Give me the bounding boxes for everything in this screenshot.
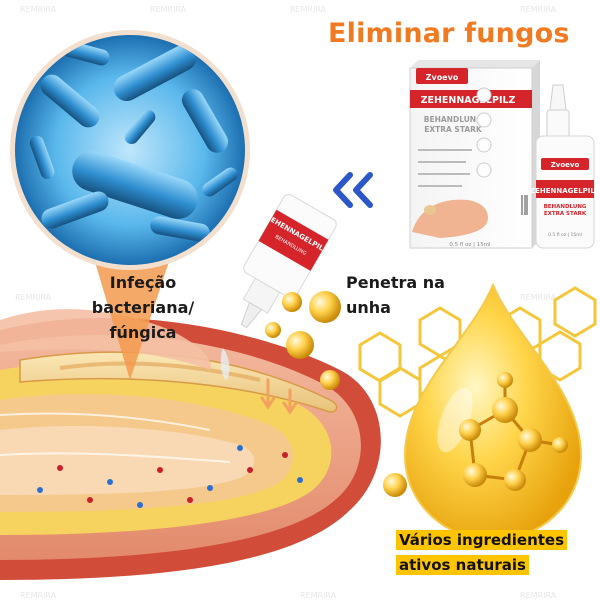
svg-text:BEHANDLUNG: BEHANDLUNG (544, 204, 587, 210)
bacteria-magnifier (10, 30, 250, 270)
oil-bubbles (265, 291, 407, 497)
svg-text:REMRIRA: REMRIRA (520, 293, 557, 302)
falling-drop (220, 348, 230, 380)
svg-text:EXTRA STARK: EXTRA STARK (544, 211, 587, 217)
molecule-icon (459, 372, 568, 491)
penetrate-callout-line: Penetra na (346, 273, 445, 292)
svg-text:ZEHENNAGELPILZ: ZEHENNAGELPILZ (530, 187, 600, 195)
svg-text:Zvoevo: Zvoevo (426, 73, 459, 82)
svg-text:REMRIRA: REMRIRA (290, 5, 327, 14)
watermark-pattern: REMRIRA REMRIRA REMRIRA REMRIRA REMRIRA … (15, 5, 557, 600)
infection-callout-line: Infeção (109, 273, 177, 292)
double-chevron-left-icon (333, 172, 373, 208)
penetrate-callout-line: unha (346, 298, 391, 317)
toe-cross-section (0, 309, 381, 580)
svg-text:REMRIRA: REMRIRA (150, 5, 187, 14)
ingredients-callout-line: ativos naturais (396, 555, 529, 575)
infection-callout-line: fúngica (109, 323, 177, 342)
svg-text:EXTRA STARK: EXTRA STARK (424, 125, 483, 134)
svg-text:0.5 fl oz | 15ml: 0.5 fl oz | 15ml (548, 232, 582, 238)
svg-text:BEHANDLUNG: BEHANDLUNG (424, 115, 482, 124)
product-box: Zvoevo ZEHENNAGELPILZ BEHANDLUNG EXTRA S… (409, 60, 540, 249)
svg-text:0.5 fl oz | 15ml: 0.5 fl oz | 15ml (449, 242, 491, 248)
headline: Eliminar fungos (328, 18, 570, 49)
penetrate-callout: Penetra na unha (346, 270, 456, 320)
tilted-dropper-bottle: ZEHENNAGELPILZ BEHANDLUNG (240, 194, 337, 329)
svg-text:REMRIRA: REMRIRA (520, 591, 557, 600)
svg-text:REMRIRA: REMRIRA (20, 591, 57, 600)
ingredients-callout-line: Vários ingredientes (396, 530, 568, 550)
penetration-arrows (260, 378, 298, 415)
svg-text:REMRIRA: REMRIRA (20, 5, 57, 14)
svg-text:REMRIRA: REMRIRA (15, 293, 52, 302)
svg-text:ZEHENNAGELPILZ: ZEHENNAGELPILZ (421, 95, 516, 106)
dropper-bottle: Zvoevo ZEHENNAGELPILZ BEHANDLUNG EXTRA S… (530, 84, 600, 249)
blood-dot-pattern (37, 445, 303, 508)
svg-text:REMRIRA: REMRIRA (300, 591, 337, 600)
infection-callout-line: bacteriana/ (91, 298, 195, 317)
svg-text:Zvoevo: Zvoevo (551, 161, 580, 169)
infection-callout: Infeção bacteriana/ fúngica (78, 270, 208, 345)
ingredients-callout: Vários ingredientes ativos naturais (396, 528, 580, 578)
svg-text:REMRIRA: REMRIRA (520, 5, 557, 14)
